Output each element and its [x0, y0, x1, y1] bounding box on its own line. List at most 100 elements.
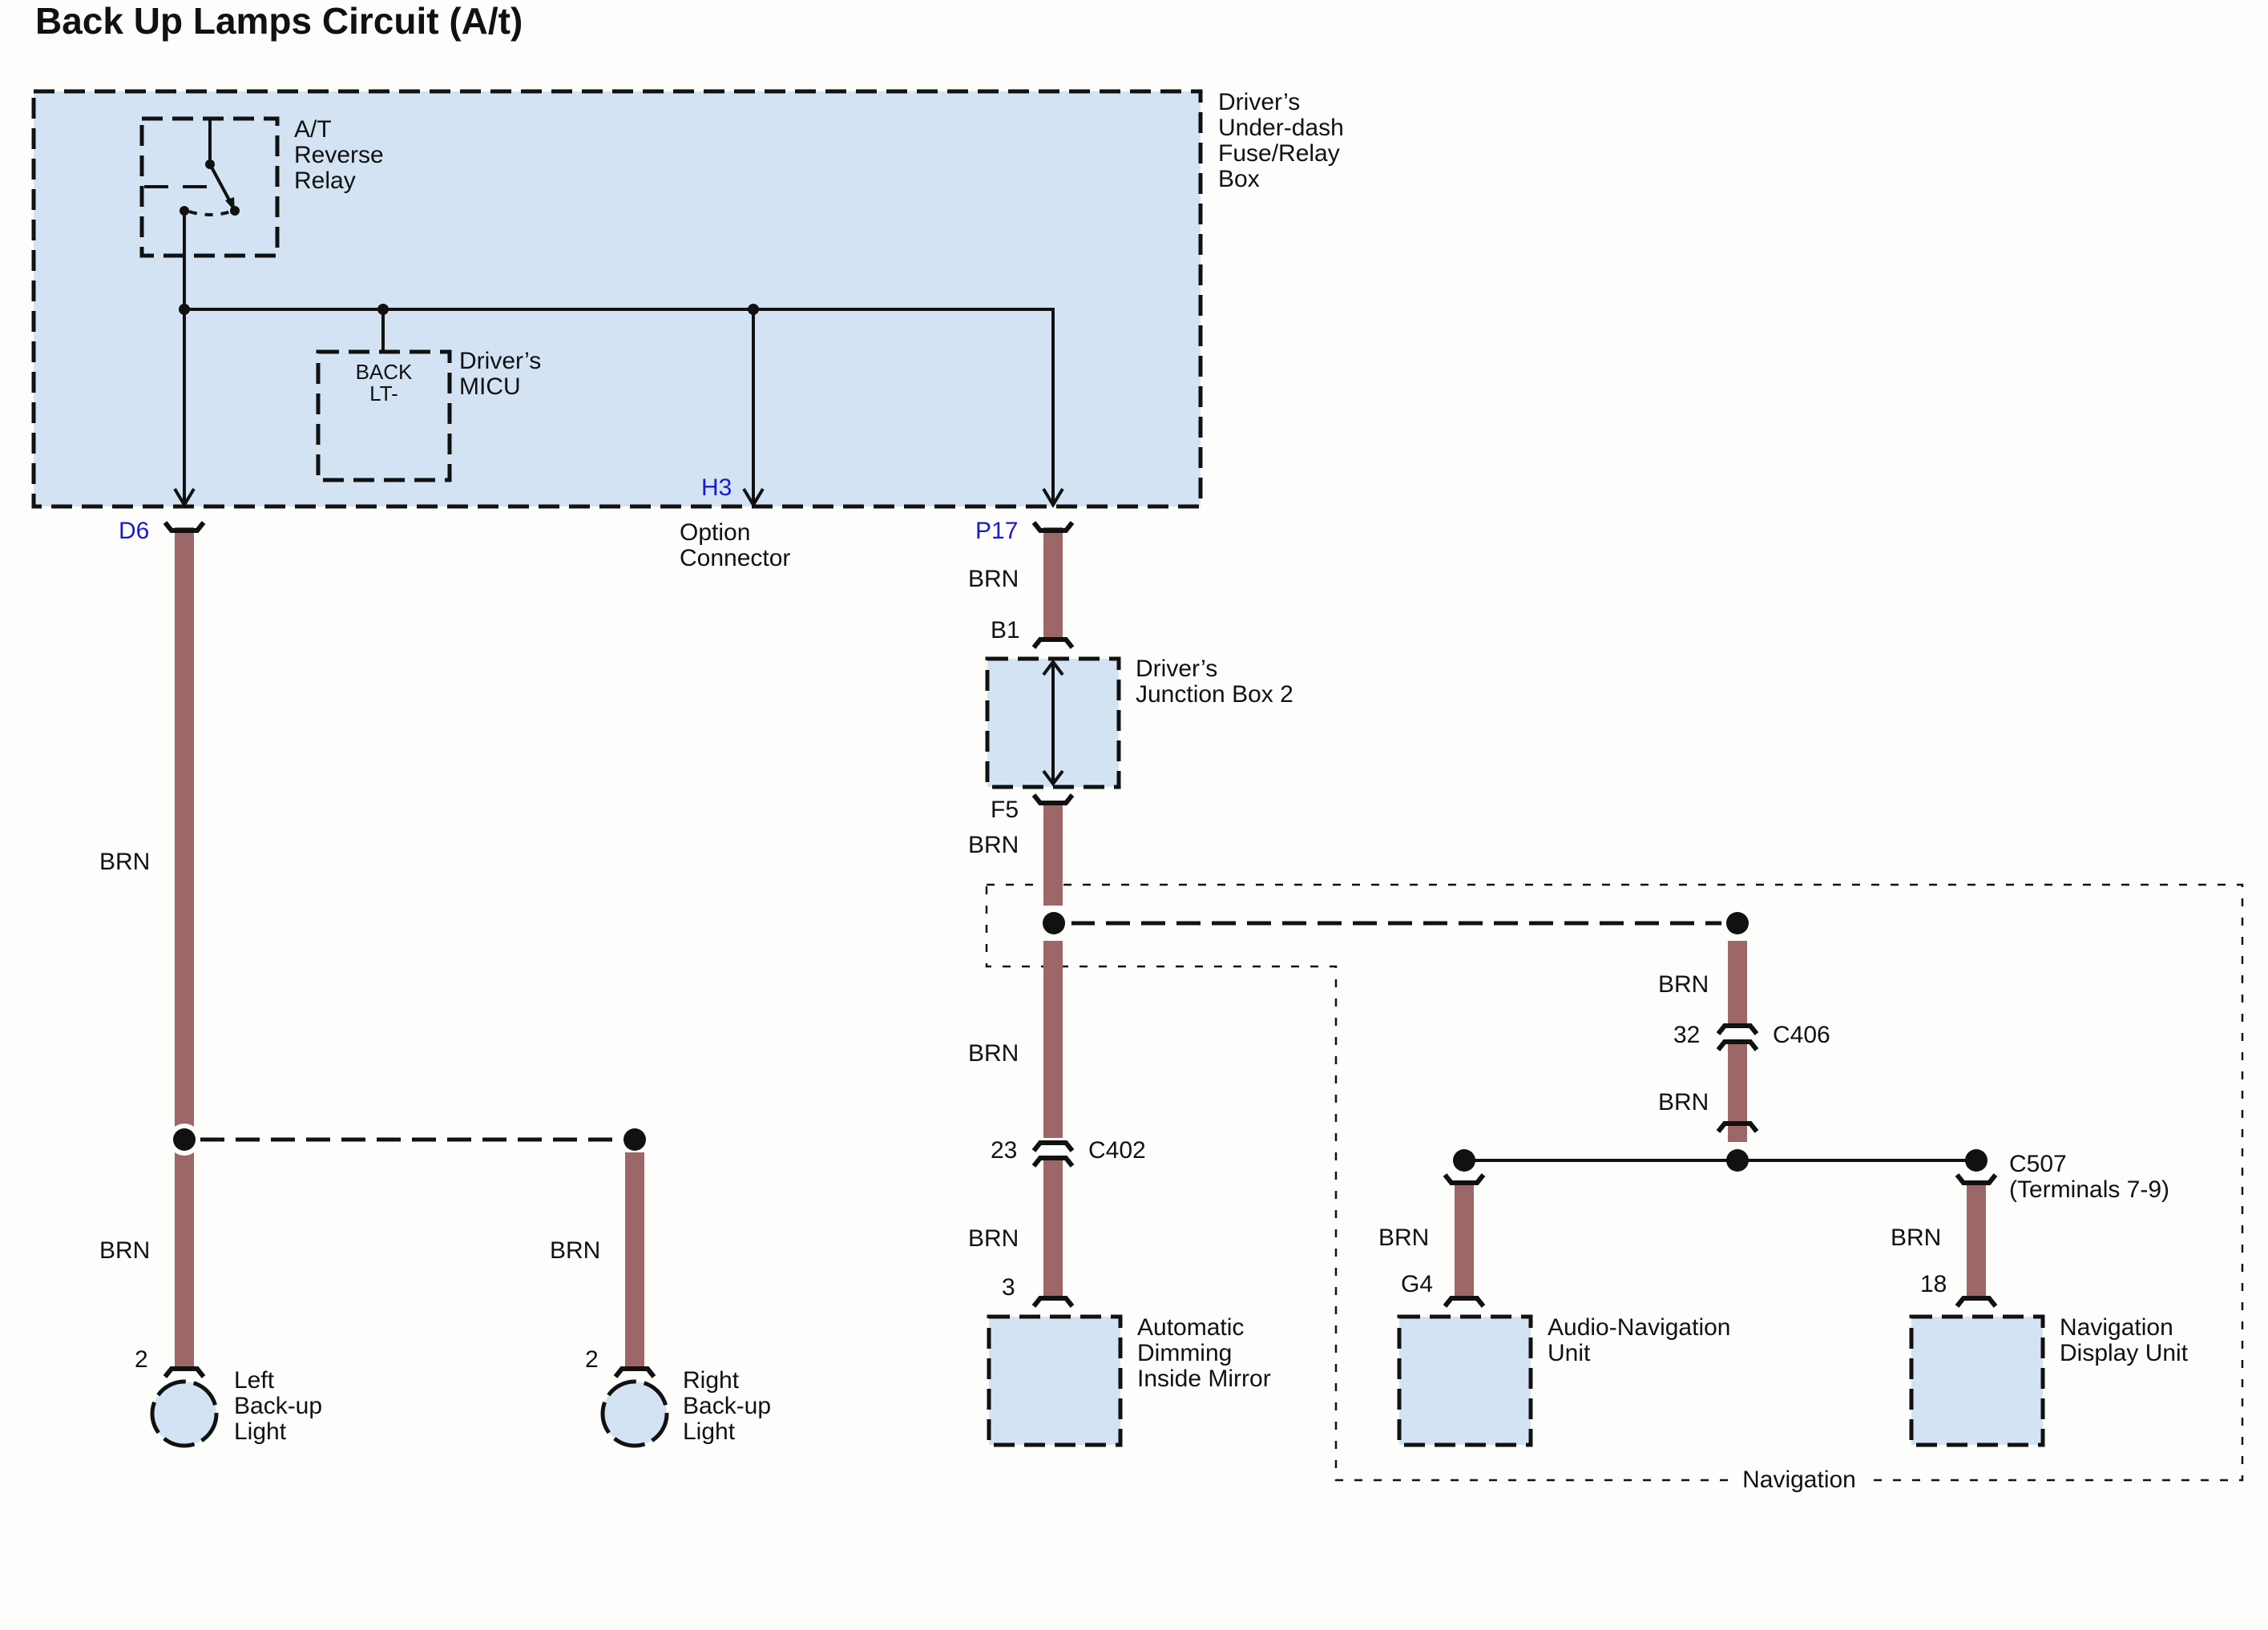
pin-mirror: 3 — [1002, 1274, 1015, 1301]
pin-right-light: 2 — [585, 1346, 599, 1373]
svg-text:Reverse: Reverse — [294, 142, 384, 168]
svg-text:Back-up: Back-up — [234, 1393, 322, 1419]
svg-text:Dimming: Dimming — [1137, 1340, 1232, 1366]
svg-text:Light: Light — [683, 1418, 736, 1445]
splices — [168, 906, 1988, 1172]
svg-text:Connector: Connector — [680, 545, 790, 571]
splice-left-icon — [173, 1128, 196, 1151]
junction-audio-nav-icon — [1453, 1149, 1475, 1172]
connector-audio-nav-icon — [1443, 1296, 1486, 1308]
connector-symbols — [163, 521, 1998, 1378]
junction-box-passthrough-icon — [1042, 659, 1064, 787]
junction-c406-icon — [1726, 1149, 1749, 1172]
junction-box-label: Driver’s Junction Box 2 — [1136, 656, 1293, 708]
svg-text:Driver’s: Driver’s — [1218, 89, 1300, 115]
wires — [175, 527, 1986, 1369]
bulb-icon — [150, 1379, 219, 1448]
splice-nav-icon — [1726, 912, 1749, 934]
svg-text:Automatic: Automatic — [1137, 1314, 1244, 1341]
connector-p17-icon — [1031, 521, 1075, 533]
wire-color-labels: BRN BRN BRN BRN BRN BRN BRN BRN BRN BRN … — [99, 566, 1941, 1264]
svg-text:Inside Mirror: Inside Mirror — [1137, 1366, 1271, 1392]
svg-text:Left: Left — [234, 1367, 275, 1394]
connector-d6-icon — [163, 521, 206, 533]
audio-navigation-unit[interactable] — [1397, 1314, 1533, 1447]
drivers-micu[interactable] — [316, 349, 452, 482]
option-connector-label: Option Connector — [680, 519, 790, 571]
svg-text:BRN: BRN — [1658, 1089, 1709, 1116]
pin-d6: D6 — [119, 518, 149, 544]
svg-text:BRN: BRN — [1378, 1225, 1429, 1251]
c507-name: C507 — [2009, 1151, 2067, 1177]
micu-inner-label: BACK LT- — [356, 360, 413, 405]
svg-text:BACK: BACK — [356, 360, 413, 384]
connector-c402-bottom-icon — [1031, 1156, 1075, 1168]
junction-nav-display-icon — [1965, 1149, 1988, 1172]
left-backup-light[interactable] — [150, 1379, 219, 1448]
navigation-option-frame — [985, 883, 2244, 1482]
svg-text:BRN: BRN — [968, 832, 1019, 858]
svg-text:Driver’s: Driver’s — [459, 348, 541, 374]
svg-text:Under-dash: Under-dash — [1218, 115, 1344, 141]
right-light-label: Right Back-up Light — [683, 1367, 771, 1445]
navigation-display-unit[interactable] — [1909, 1314, 2045, 1447]
c507-note: (Terminals 7-9) — [2009, 1176, 2169, 1203]
svg-text:BRN: BRN — [1658, 971, 1709, 998]
svg-text:Junction Box 2: Junction Box 2 — [1136, 681, 1293, 708]
svg-text:MICU: MICU — [459, 373, 521, 400]
svg-text:Display Unit: Display Unit — [2060, 1340, 2189, 1366]
c406-name: C406 — [1773, 1022, 1830, 1048]
navigation-label-bg — [1731, 1463, 1867, 1495]
svg-text:BRN: BRN — [968, 1040, 1019, 1067]
connector-c406-top-icon — [1716, 1023, 1759, 1035]
svg-text:BRN: BRN — [550, 1237, 600, 1264]
pin-h3: H3 — [701, 474, 732, 501]
pin-f5: F5 — [991, 797, 1019, 823]
auto-dimming-mirror[interactable] — [987, 1314, 1123, 1447]
pin-18: 18 — [1920, 1271, 1947, 1297]
svg-text:Driver’s: Driver’s — [1136, 656, 1217, 682]
connector-left-light-icon — [163, 1366, 206, 1378]
internal-bus — [173, 211, 1064, 508]
right-backup-light[interactable] — [600, 1379, 669, 1448]
connector-c507-audio-icon — [1443, 1173, 1486, 1185]
c402-name: C402 — [1088, 1137, 1146, 1164]
relay-switch-icon — [144, 120, 240, 216]
svg-text:Navigation: Navigation — [2060, 1314, 2173, 1341]
svg-text:BRN: BRN — [99, 849, 150, 875]
svg-text:Relay: Relay — [294, 167, 356, 194]
svg-text:Option: Option — [680, 519, 750, 546]
svg-text:Light: Light — [234, 1418, 287, 1445]
bulb-icon — [600, 1379, 669, 1448]
connector-b1-icon — [1031, 637, 1075, 649]
svg-text:Fuse/Relay: Fuse/Relay — [1218, 140, 1340, 167]
pin-g4: G4 — [1401, 1271, 1433, 1297]
arrow-d6-icon — [173, 487, 196, 508]
diagram-title: Back Up Lamps Circuit (A/t) — [35, 0, 523, 42]
pin-b1: B1 — [991, 617, 1020, 644]
nav-display-label: Navigation Display Unit — [2060, 1314, 2189, 1366]
svg-text:A/T: A/T — [294, 116, 332, 143]
svg-text:BRN: BRN — [99, 1237, 150, 1264]
micu-label: Driver’s MICU — [459, 348, 541, 400]
audio-nav-label: Audio-Navigation Unit — [1548, 1314, 1730, 1366]
svg-text:BRN: BRN — [1891, 1225, 1941, 1251]
arrow-h3-icon — [742, 487, 765, 508]
connector-c507-display-icon — [1955, 1173, 1998, 1185]
connector-mirror-icon — [1031, 1296, 1075, 1308]
navigation-group-label: Navigation — [1742, 1467, 1856, 1493]
connector-c402-top-icon — [1031, 1140, 1075, 1152]
relay-label: A/T Reverse Relay — [294, 116, 384, 194]
c406-pin: 32 — [1673, 1022, 1700, 1048]
pin-p17: P17 — [975, 518, 1018, 544]
pin-left-light: 2 — [135, 1346, 148, 1373]
splice-right-icon — [623, 1128, 646, 1151]
splice-center-icon — [1043, 912, 1065, 934]
connector-right-light-icon — [613, 1366, 656, 1378]
svg-text:Audio-Navigation: Audio-Navigation — [1548, 1314, 1730, 1341]
svg-text:Box: Box — [1218, 166, 1260, 192]
fuse-relay-box-label: Driver’s Under-dash Fuse/Relay Box — [1218, 89, 1344, 192]
svg-text:Unit: Unit — [1548, 1340, 1591, 1366]
connector-nav-display-icon — [1955, 1296, 1998, 1308]
